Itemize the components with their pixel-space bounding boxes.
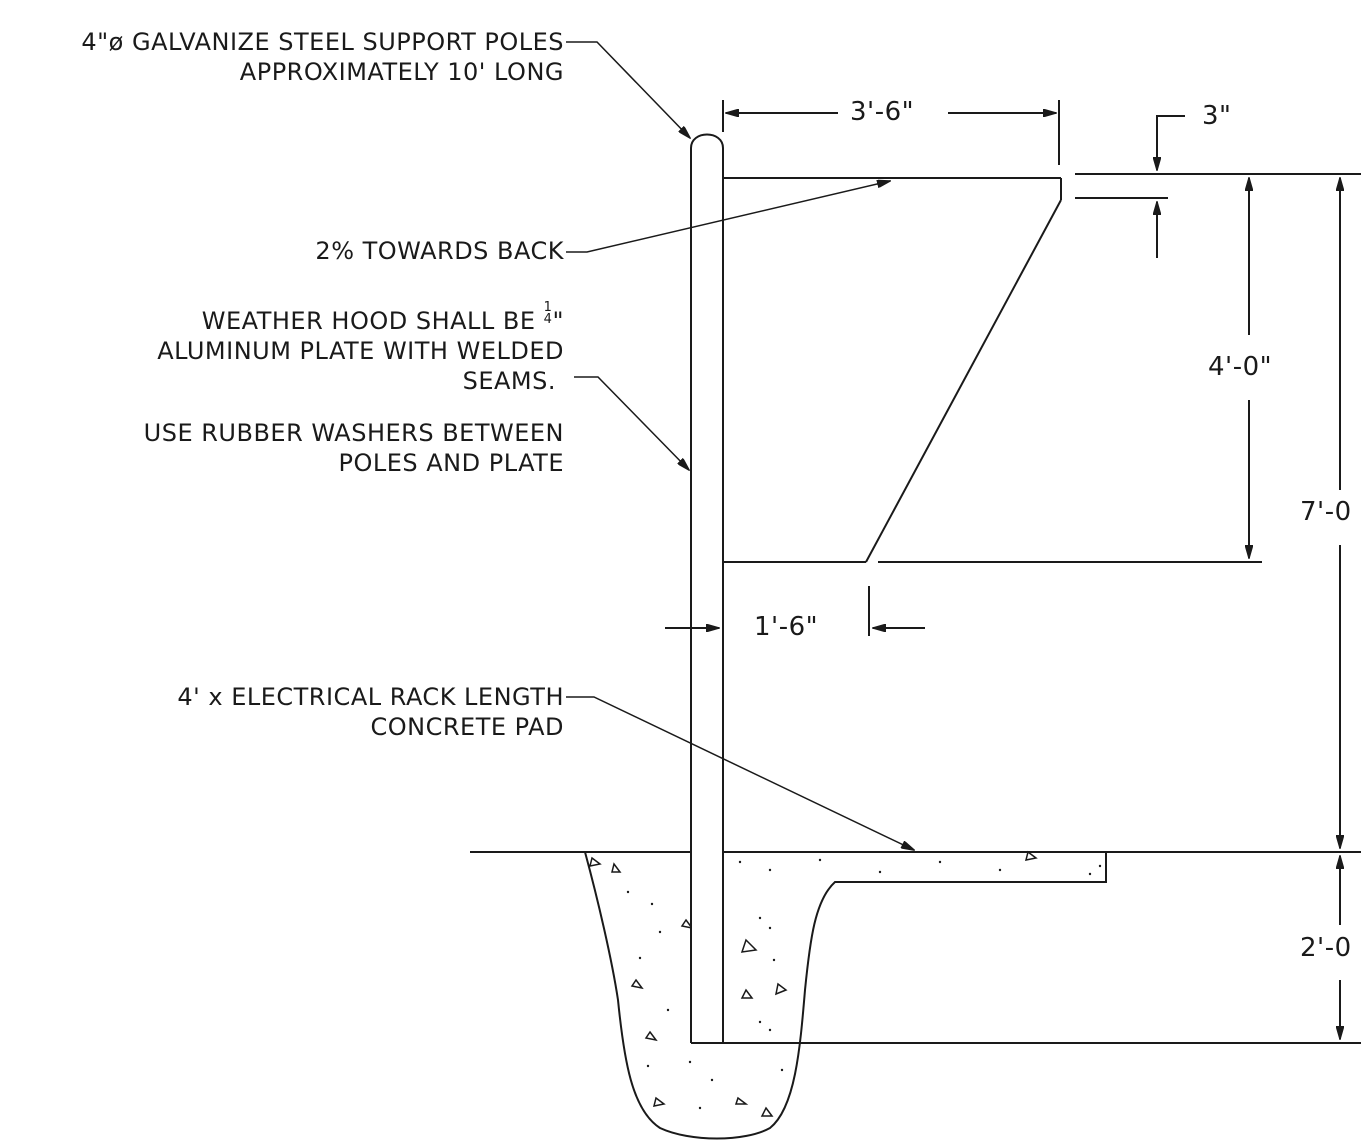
concrete-stipple [588, 850, 1038, 1117]
note-concrete-pad: 4' x ELECTRICAL RACK LENGTH CONCRETE PAD [177, 682, 564, 742]
note-concrete-pad-line1: 4' x ELECTRICAL RACK LENGTH [177, 683, 564, 711]
dim-offset-label: 1'-6" [754, 612, 819, 642]
hood-fraction-unit: " [552, 307, 564, 335]
note-slope: 2% TOWARDS BACK [315, 236, 564, 266]
note-concrete-pad-line2: CONCRETE PAD [370, 713, 564, 741]
leader-hood [574, 376, 689, 470]
leader-slope [566, 181, 890, 253]
hood-slanted-face [865, 199, 1062, 563]
concrete-footing [584, 851, 1107, 1140]
hood-fraction-den: 4 [543, 312, 553, 327]
dim-overall-height-label: 7'-0 [1300, 497, 1352, 527]
hood-fraction-num: 1 [543, 300, 553, 315]
dim-embed-depth-label: 2'-0 [1300, 933, 1352, 963]
leader-pad [566, 696, 914, 850]
dim-hood-width-label: 3'-6" [850, 97, 915, 127]
note-rubber-washers-line1: USE RUBBER WASHERS BETWEEN [143, 419, 564, 447]
note-support-poles-line1: 4"ø GALVANIZE STEEL SUPPORT POLES [81, 28, 564, 56]
dim-hood-thickness-label: 3" [1202, 101, 1232, 131]
note-slope-text: 2% TOWARDS BACK [315, 237, 564, 265]
note-support-poles-line2: APPROXIMATELY 10' LONG [239, 58, 564, 86]
support-pole [690, 133, 724, 1043]
note-support-poles: 4"ø GALVANIZE STEEL SUPPORT POLES APPROX… [81, 27, 564, 87]
dim-hood-height-label: 4'-0" [1208, 352, 1273, 382]
note-rubber-washers: USE RUBBER WASHERS BETWEEN POLES AND PLA… [144, 418, 564, 478]
note-weather-hood-prefix: WEATHER HOOD SHALL BE [201, 307, 536, 335]
concrete-dots [626, 858, 1102, 1110]
leader-poles [566, 41, 690, 138]
note-rubber-washers-line2: POLES AND PLATE [338, 449, 564, 477]
note-weather-hood-line3: SEAMS. [462, 367, 556, 395]
note-weather-hood-line2: ALUMINUM PLATE WITH WELDED [157, 337, 564, 365]
dim-thickness-leader [1157, 115, 1185, 170]
